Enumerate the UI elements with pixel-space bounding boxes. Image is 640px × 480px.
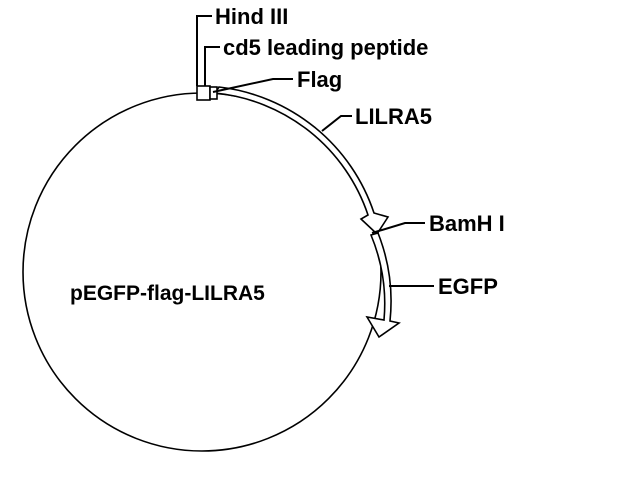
lilra5-arrow bbox=[213, 86, 390, 236]
egfp-label: EGFP bbox=[438, 274, 498, 299]
bamh1-label: BamH I bbox=[429, 211, 505, 236]
hind3-leader-line bbox=[196, 15, 212, 86]
flag-label: Flag bbox=[297, 67, 342, 92]
egfp-arrow bbox=[365, 232, 401, 339]
cd5-leading-peptide-box bbox=[196, 85, 211, 101]
flag-leader-line bbox=[212, 78, 293, 93]
flag-box bbox=[209, 86, 218, 100]
lilra5-leader-line bbox=[321, 115, 352, 132]
hind3-label: Hind III bbox=[215, 4, 288, 29]
cd5-leading-peptide-label: cd5 leading peptide bbox=[223, 35, 428, 60]
cd5-leader-line bbox=[204, 46, 220, 86]
plasmid-name-label: pEGFP-flag-LILRA5 bbox=[70, 282, 265, 305]
lilra5-label: LILRA5 bbox=[355, 104, 432, 129]
bamh1-leader-line bbox=[371, 222, 425, 234]
